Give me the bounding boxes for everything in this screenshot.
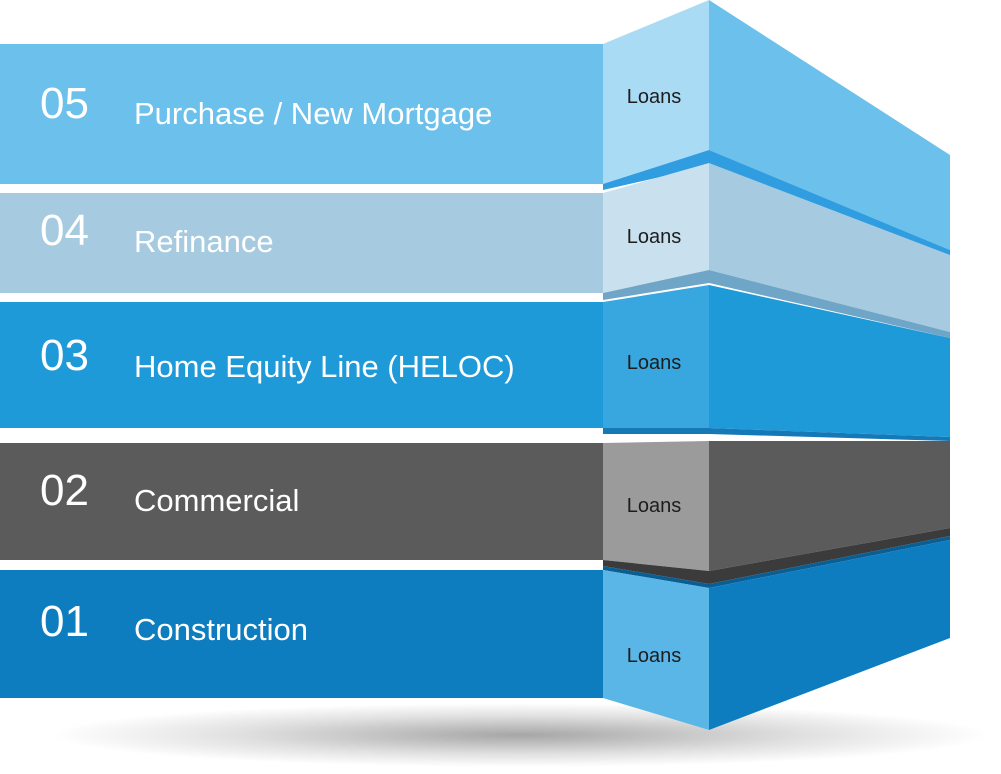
layer-title: Home Equity Line (HELOC) xyxy=(134,349,515,384)
layer-03: 03 Home Equity Line (HELOC) Loans xyxy=(0,285,950,441)
layer-05: 05 Purchase / New Mortgage Loans xyxy=(0,0,950,258)
layer-side xyxy=(709,540,950,730)
layer-title: Construction xyxy=(134,612,308,647)
layer-number: 04 xyxy=(40,206,89,255)
layer-face xyxy=(603,570,709,730)
layer-front xyxy=(0,443,603,560)
layer-04: 04 Refinance Loans xyxy=(0,163,950,338)
layer-number: 03 xyxy=(40,331,89,380)
layer-face xyxy=(603,285,709,428)
layer-underside xyxy=(603,528,950,584)
layer-face xyxy=(603,0,709,184)
layer-02: 02 Commercial Loans xyxy=(0,441,950,584)
layer-front xyxy=(0,302,603,428)
layer-side xyxy=(709,285,950,437)
layer-front xyxy=(0,193,603,293)
layer-tag: Loans xyxy=(627,352,682,374)
ground-shadow xyxy=(50,703,990,767)
layer-tag: Loans xyxy=(627,226,682,248)
layer-side xyxy=(709,163,950,332)
layer-number: 05 xyxy=(40,79,89,128)
layer-title: Refinance xyxy=(134,224,274,259)
layer-side xyxy=(709,441,950,571)
layer-front xyxy=(0,44,603,184)
layer-number: 01 xyxy=(40,597,89,646)
layer-number: 02 xyxy=(40,466,89,515)
layer-title: Purchase / New Mortgage xyxy=(134,96,492,131)
layer-face xyxy=(603,163,709,293)
layer-tag: Loans xyxy=(627,645,682,667)
layer-side xyxy=(709,0,950,250)
layer-tag: Loans xyxy=(627,495,682,517)
layer-title: Commercial xyxy=(134,483,299,518)
layer-face xyxy=(603,441,709,571)
layer-front xyxy=(0,570,603,698)
layer-01: 01 Construction Loans xyxy=(0,536,950,730)
layer-tag: Loans xyxy=(627,86,682,108)
layer-underside xyxy=(603,428,950,441)
